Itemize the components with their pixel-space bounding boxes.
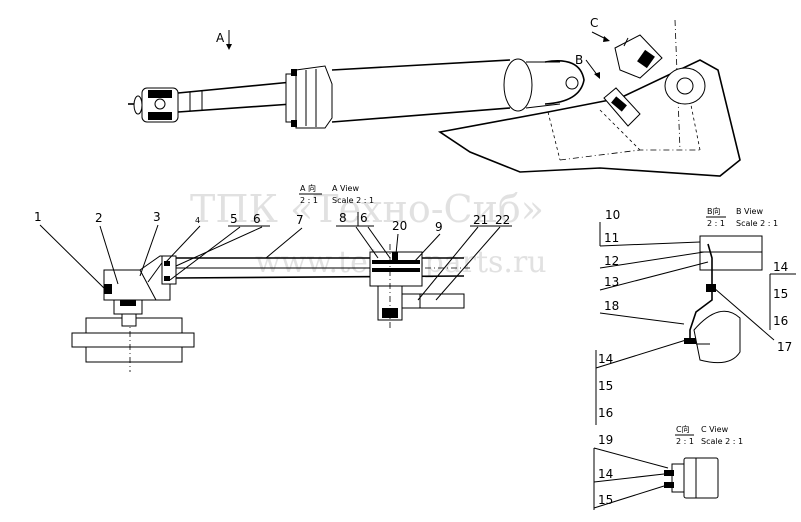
watermark: ТПК «Техно-Сиб» www.tehnoparts.ru — [190, 187, 547, 280]
rod-end-clevis — [128, 87, 179, 123]
part-label-15-c: 15 — [598, 493, 613, 507]
part-label-16-right: 16 — [773, 314, 788, 328]
part-label-16-left: 16 — [598, 406, 613, 420]
watermark-company: ТПК «Техно-Сиб» — [190, 187, 544, 231]
view-c-drawing: C向 2 : 1 C View Scale 2 : 1 19 14 15 — [593, 424, 743, 510]
part-label-14-left: 14 — [598, 352, 613, 366]
part-label-19: 19 — [598, 433, 613, 447]
part-label-18: 18 — [604, 299, 619, 313]
part-label-7: 7 — [296, 213, 304, 227]
part-label-14-c: 14 — [598, 467, 613, 481]
part-label-15-right: 15 — [773, 287, 788, 301]
view-c-title: C View — [701, 425, 729, 434]
view-c-scale: Scale 2 : 1 — [701, 437, 743, 446]
sensor-c — [664, 457, 719, 499]
sensor-block-b — [603, 87, 641, 127]
view-c-part-labels: 19 14 15 — [593, 433, 669, 510]
view-a-part-labels: 1 2 3 4 5 6 7 8 6 20 9 21 22 — [34, 210, 512, 301]
view-b-part-labels: 10 11 12 13 18 14 15 16 17 14 15 16 — [595, 208, 796, 425]
cylinder-body — [331, 58, 585, 123]
sensor-bracket — [684, 235, 763, 364]
part-label-5: 5 — [230, 212, 238, 226]
part-label-8: 8 — [339, 211, 347, 225]
part-label-2: 2 — [95, 211, 103, 225]
part-label-9: 9 — [435, 220, 443, 234]
part-label-20: 20 — [392, 219, 407, 233]
view-a-title: A View — [332, 184, 359, 193]
part-label-22: 22 — [495, 213, 510, 227]
part-label-6: 6 — [253, 212, 261, 226]
part-label-14-right: 14 — [773, 260, 788, 274]
cylinder-head — [285, 65, 333, 129]
view-b-scale: Scale 2 : 1 — [736, 219, 778, 228]
part-label-12: 12 — [604, 254, 619, 268]
view-a-drawing: A 向 2 : 1 A View Scale 2 : 1 — [34, 183, 512, 372]
view-arrow-c-label: C — [590, 16, 598, 30]
view-c-ratio: 2 : 1 — [676, 437, 694, 446]
part-label-21: 21 — [473, 213, 488, 227]
part-label-11: 11 — [604, 231, 619, 245]
bucket-outline — [437, 19, 741, 177]
top-assembly-view: A B C — [128, 16, 741, 177]
part-label-3: 3 — [153, 210, 161, 224]
part-label-15-left: 15 — [598, 379, 613, 393]
part-label-1: 1 — [34, 210, 42, 224]
view-a-ratio: 2 : 1 — [300, 196, 318, 205]
view-a-cn-label: A 向 — [300, 183, 316, 193]
view-b-title: B View — [736, 207, 763, 216]
view-b-drawing: B向 2 : 1 B View Scale 2 : 1 10 11 12 13 … — [595, 206, 796, 425]
view-a-scale: Scale 2 : 1 — [332, 196, 374, 205]
part-label-10: 10 — [605, 208, 620, 222]
part-label-6b: 6 — [360, 211, 368, 225]
sensor-block-c — [614, 34, 663, 79]
view-arrow-b-label: B — [575, 53, 583, 67]
view-arrow-a-label: A — [216, 31, 225, 45]
part-label-4: 4 — [195, 216, 200, 225]
view-b-cn-label: B向 — [707, 206, 721, 216]
bracket-mount — [103, 255, 171, 327]
view-c-cn-label: C向 — [676, 424, 690, 434]
part-label-17: 17 — [777, 340, 792, 354]
view-b-ratio: 2 : 1 — [707, 219, 725, 228]
cylinder-rod — [177, 81, 293, 113]
